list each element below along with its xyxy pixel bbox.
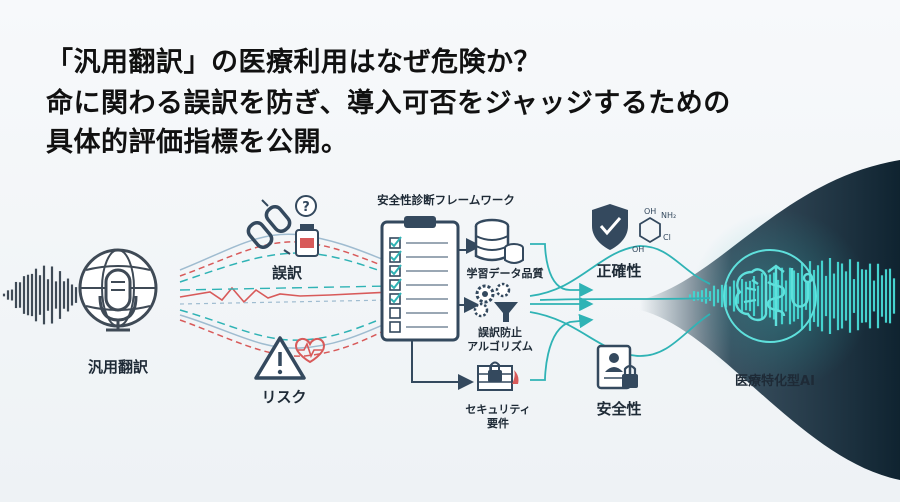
flow-lines-lower <box>179 309 391 357</box>
svg-text:?: ? <box>302 200 310 215</box>
check-mark-icon <box>390 264 402 276</box>
security-label-line-2: 要件 <box>487 417 509 430</box>
database-icon <box>474 218 524 264</box>
chem-oh-label: OH <box>644 207 656 216</box>
chem-nh2-label: NH₂ <box>661 211 676 220</box>
flow-lines-middle <box>179 285 391 305</box>
id-badge-lock-icon <box>596 344 638 390</box>
security-label-line-1: セキュリティ <box>465 403 531 416</box>
chem-oh2-label: OH <box>632 245 644 254</box>
shield-check-icon <box>592 204 628 250</box>
question-bubble-icon: ? <box>295 195 317 217</box>
heart-pulse-icon <box>294 338 326 364</box>
medicine-bottle-icon <box>295 224 319 257</box>
chem-cl-label: Cl <box>663 233 671 242</box>
checkbox-icon <box>389 237 401 249</box>
checkbox-icon <box>389 293 401 305</box>
check-mark-icon <box>390 278 402 290</box>
medical-ai-brain-caduceus-icon <box>723 249 817 343</box>
firewall-lock-icon <box>477 361 519 391</box>
checkbox-icon <box>389 279 401 291</box>
checkbox-icon <box>389 251 401 263</box>
general-translation-label: 汎用翻訳 <box>87 358 148 376</box>
risk-label: リスク <box>261 388 307 406</box>
ai-glow <box>690 210 870 390</box>
medical-ai-label: 医療特化型AI <box>735 374 815 389</box>
algorithm-label-line-1: 誤訳防止 <box>478 326 522 339</box>
check-mark-icon <box>390 236 402 248</box>
broken-link-icon <box>246 199 292 255</box>
checkbox-icon <box>389 307 401 319</box>
checkbox-icon <box>389 265 401 277</box>
gears-filter-icon <box>473 282 518 322</box>
checkbox-icon <box>389 321 401 333</box>
headline-line-3: 具体的評価指標を公開。 <box>46 127 349 158</box>
check-mark-icon <box>390 292 402 304</box>
headline-line-1: 「汎用翻訳」の医療利用はなぜ危険か？ <box>46 47 541 78</box>
framework-arrows <box>411 238 482 390</box>
data-quality-label: 学習データ品質 <box>466 267 544 280</box>
warning-icon <box>254 336 306 380</box>
chemical-structure-icon: OH NH₂ Cl OH <box>632 207 676 254</box>
globe-microphone-icon <box>78 248 158 332</box>
headline-line-2: 命に関わる誤訳を防ぎ、導入可否をジャッジするための <box>46 88 731 119</box>
mistranslation-label: 誤訳 <box>271 264 302 282</box>
check-mark-icon <box>390 250 402 262</box>
clipboard-checklist-icon <box>380 216 460 342</box>
framework-title: 安全性診断フレームワーク <box>377 193 515 207</box>
left-sound-wave <box>2 265 78 325</box>
accuracy-label: 正確性 <box>596 262 642 280</box>
algorithm-label-line-2: アルゴリズム <box>467 340 533 353</box>
safety-label: 安全性 <box>596 400 642 418</box>
teal-flow-lines <box>529 243 711 381</box>
